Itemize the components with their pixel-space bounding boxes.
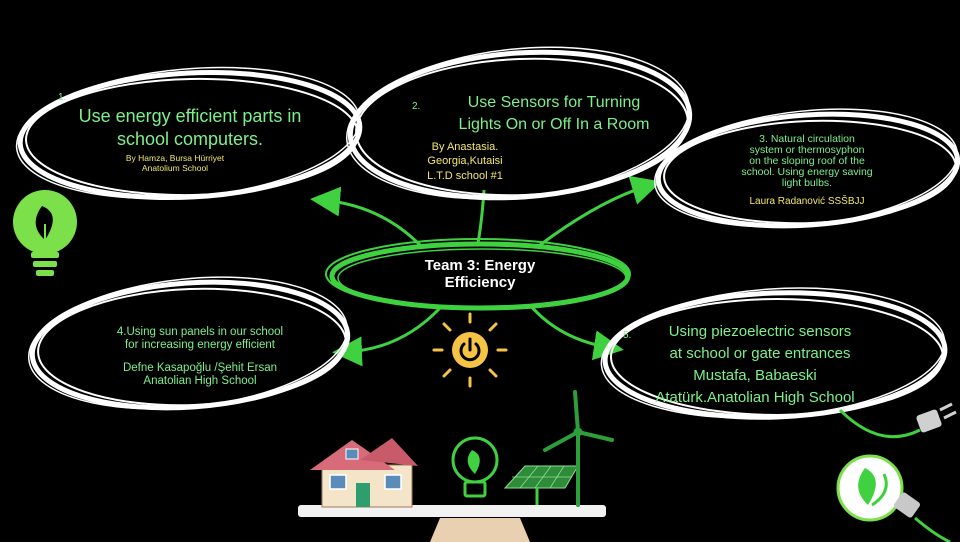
- idea-1-text-line-2: school computers.: [116, 129, 264, 150]
- lightbulb-leaf-icon: [13, 190, 77, 276]
- idea-3-text-line-4: school. Using energy saving: [741, 166, 873, 179]
- idea-ellipses: [15, 46, 960, 420]
- idea-2-number: 2.: [412, 101, 421, 112]
- idea-1-author-line-1: By Hamza, Bursa Hürriyet: [125, 153, 225, 163]
- idea-1-number: 1.: [58, 92, 67, 103]
- idea-3-text-line-1: 3. Natural circulation: [759, 133, 855, 145]
- idea-5-text-line-2: at school or gate entrances: [669, 344, 851, 362]
- idea-4-text: 4.Using sun panels in our school for inc…: [70, 326, 330, 352]
- idea-2-author: By Anastasia. Georgia,Kutaisi L.T.D scho…: [405, 140, 525, 183]
- wind-turbine-icon: [543, 390, 614, 507]
- ellipse-idea-4: [27, 276, 351, 411]
- plug-bulb-icon: [836, 402, 957, 542]
- idea-3-text-line-5: light bulbs.: [781, 177, 833, 190]
- arrow-to-idea-5: [528, 304, 624, 361]
- house-icon: [310, 438, 418, 508]
- center-node-ellipse: [325, 238, 631, 311]
- eco-bulb-icon: [451, 436, 499, 498]
- idea-4-author-line-2: Anatolian High School: [143, 374, 257, 387]
- idea-2-author-line-1: By Anastasia.: [431, 141, 499, 153]
- ellipse-idea-2: [346, 46, 693, 201]
- ellipse-idea-1: [15, 66, 363, 201]
- idea-3-text-line-2: system or thermosyphon: [749, 144, 865, 157]
- idea-4-author-line-1: Defne Kasapoğlu /Şehit Ersan: [122, 362, 278, 374]
- idea-3-text-line-3: on the sloping roof of the: [749, 155, 865, 168]
- idea-5-text-line-1: Using piezoelectric sensors: [668, 323, 852, 340]
- idea-2-text-line-1: Use Sensors for Turning: [467, 94, 641, 111]
- ellipse-idea-5: [600, 287, 948, 420]
- idea-5-number: 5.: [623, 330, 632, 341]
- center-title-line-1: Team 3: Energy: [424, 257, 536, 274]
- idea-3-text: 3. Natural circulation system or thermos…: [702, 133, 912, 190]
- idea-2-text-line-2: Lights On or Off In a Room: [458, 116, 650, 134]
- idea-5-author: Mustafa, Babaeski Atatürk.Anatolian High…: [600, 365, 910, 409]
- idea-2-text: Use Sensors for Turning Lights On or Off…: [425, 92, 683, 137]
- idea-5-author-line-2: Atatürk.Anatolian High School: [655, 388, 855, 406]
- idea-1-author: By Hamza, Bursa Hürriyet Anatolium Schoo…: [100, 153, 250, 174]
- ellipse-idea-3: [653, 108, 960, 229]
- idea-2-author-line-3: L.T.D school #1: [427, 169, 503, 182]
- idea-1-text-line-1: Use energy efficient parts in: [78, 106, 302, 126]
- arrow-to-idea-4: [332, 306, 442, 367]
- idea-2-author-line-2: Georgia,Kutaisi: [427, 155, 503, 168]
- idea-4-text-line-2: for increasing energy efficient: [124, 339, 275, 352]
- idea-5-text: Using piezoelectric sensors at school or…: [630, 321, 890, 365]
- center-title-line-2: Efficiency: [444, 273, 516, 291]
- sun-power-icon: [432, 312, 508, 388]
- idea-5-author-line-1: Mustafa, Babaeski: [693, 367, 817, 384]
- idea-1-text: Use energy efficient parts in school com…: [40, 105, 340, 152]
- arrow-to-idea-1: [310, 186, 422, 247]
- balance-scale: [298, 505, 606, 542]
- idea-4-text-line-1: 4.Using sun panels in our school: [116, 326, 284, 338]
- idea-1-author-line-2: Anatolium School: [141, 162, 209, 173]
- idea-3-author: Laura Radanović SSŠBJJ: [702, 196, 912, 208]
- arrow-to-idea-3: [539, 175, 662, 247]
- center-node-title: Team 3: Energy Efficiency: [370, 257, 590, 291]
- solar-panel-icon: [503, 465, 579, 505]
- idea-4-author: Defne Kasapoğlu /Şehit Ersan Anatolian H…: [80, 362, 320, 387]
- idea-3-author-line-1: Laura Radanović SSŠBJJ: [749, 196, 865, 207]
